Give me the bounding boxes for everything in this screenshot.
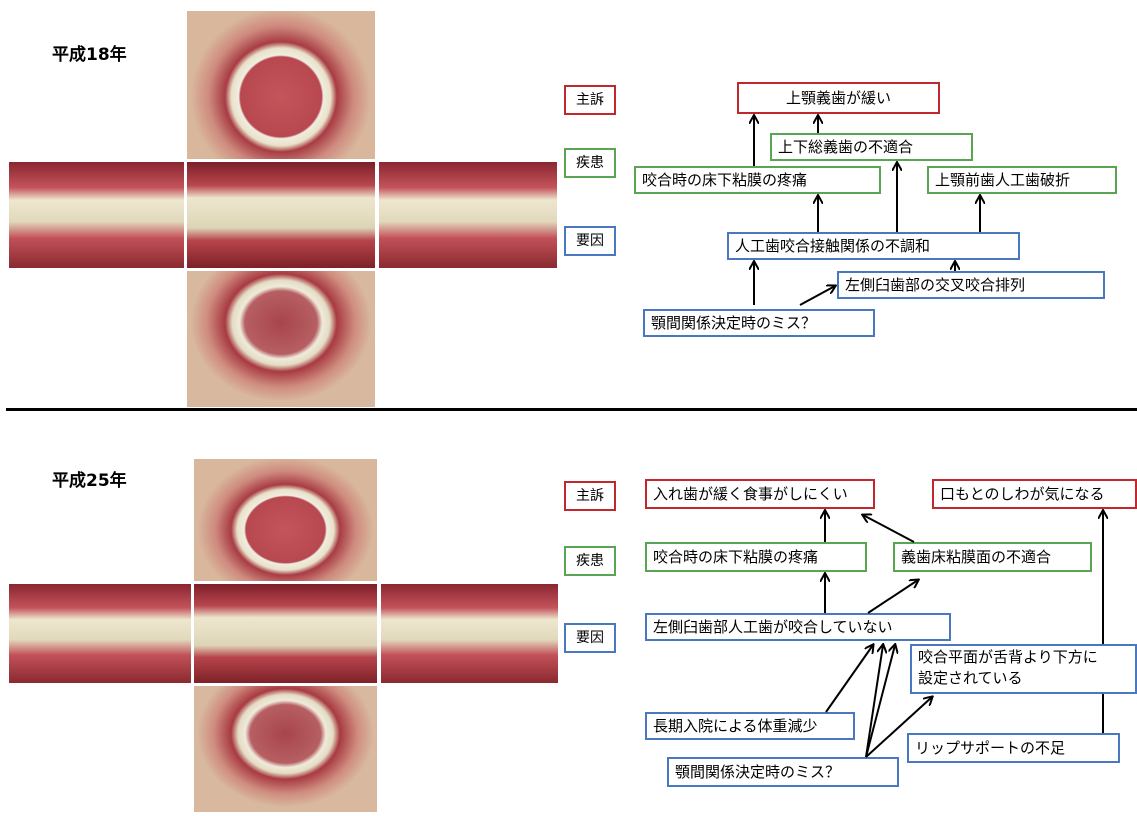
arrow-jawerror-to-crossbite (800, 286, 835, 305)
arrow-misfit-to-chief-bottom (863, 515, 914, 542)
arrow-jawerror-to-plane (866, 697, 932, 757)
arrow-nocontact-to-misfit (868, 580, 918, 613)
arrow-weightloss-to-nocontact (826, 645, 873, 712)
